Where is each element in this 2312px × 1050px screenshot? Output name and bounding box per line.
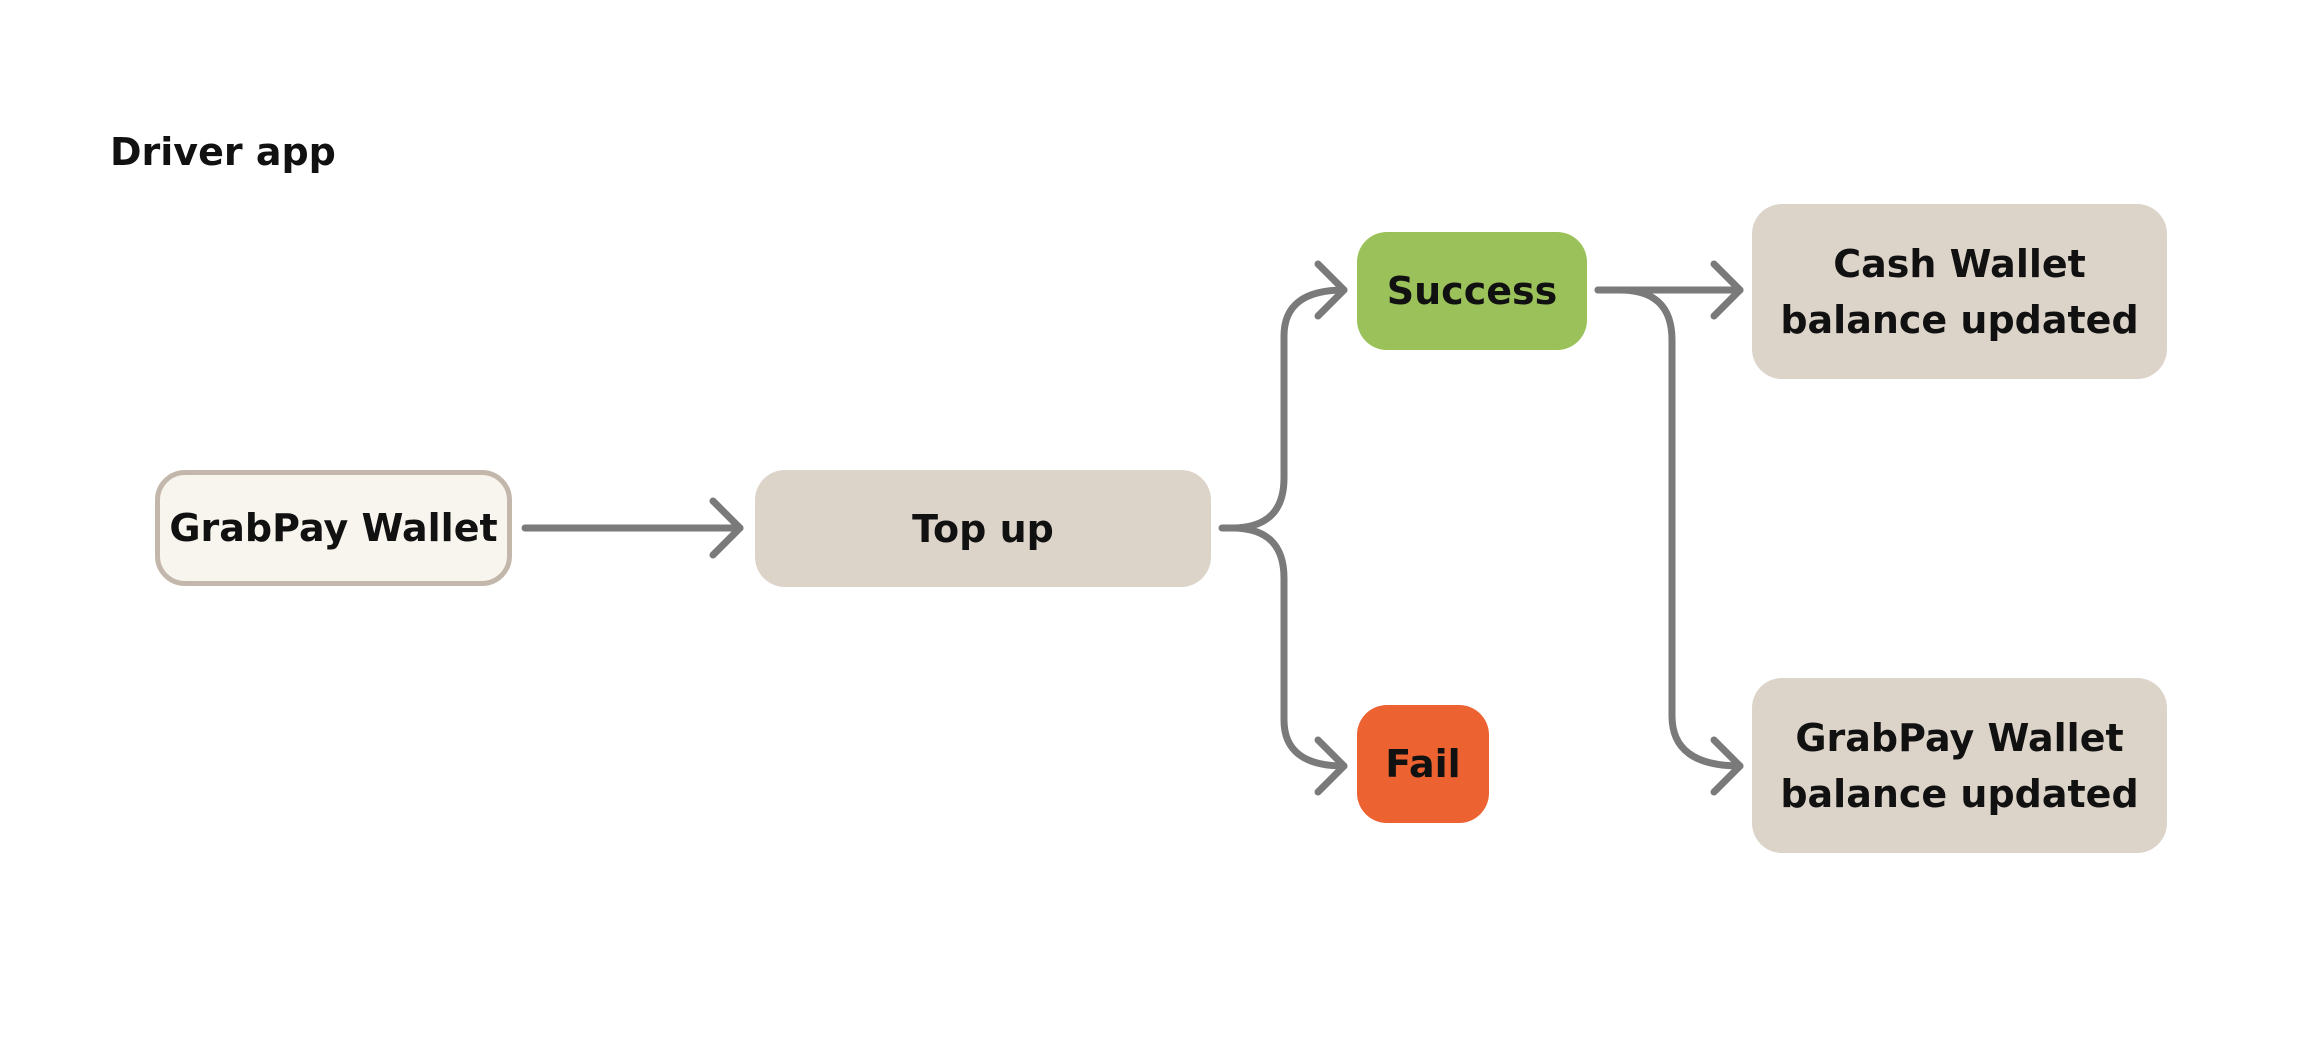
node-top-up: Top up (755, 470, 1211, 587)
node-grabpay-wallet-balance-updated: GrabPay Wallet balance updated (1752, 678, 2167, 853)
node-label-line2: balance updated (1780, 771, 2139, 816)
node-grabpay-wallet: GrabPay Wallet (155, 470, 512, 586)
node-label: Top up (912, 506, 1054, 551)
diagram-title: Driver app (110, 130, 336, 174)
node-success: Success (1357, 232, 1587, 350)
node-label-line1: GrabPay Wallet (1795, 715, 2124, 760)
edge-grabpay-to-topup (521, 497, 744, 559)
node-cash-wallet-balance-updated: Cash Wallet balance updated (1752, 204, 2167, 379)
node-label: Fail (1385, 742, 1461, 786)
node-label-line1: Cash Wallet (1833, 241, 2086, 286)
node-label: GrabPay Wallet (169, 506, 498, 550)
edge-topup-to-success (1218, 260, 1348, 532)
node-label: Success (1386, 269, 1558, 313)
node-label-line2: balance updated (1780, 297, 2139, 342)
node-fail: Fail (1357, 705, 1489, 823)
edge-success-to-grabpay-updated (1594, 286, 1744, 796)
edge-topup-to-fail (1228, 524, 1348, 796)
